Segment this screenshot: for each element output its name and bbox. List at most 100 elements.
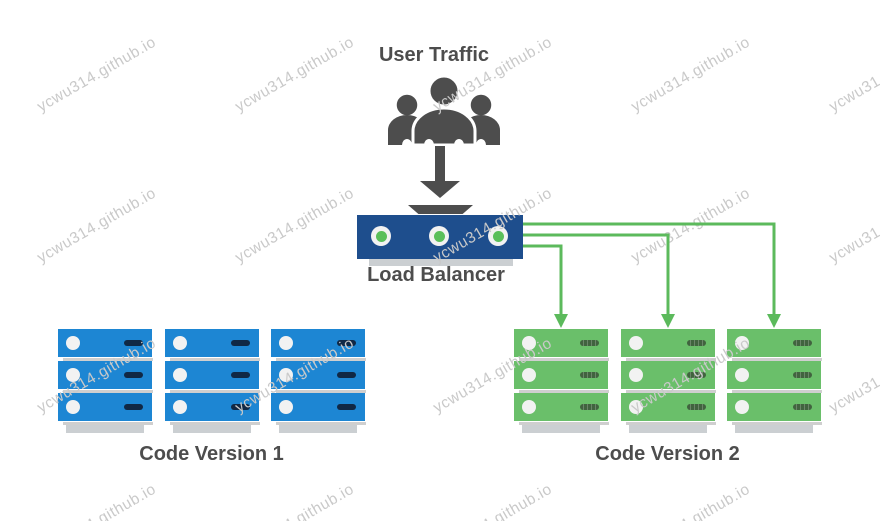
server-unit (58, 361, 153, 393)
server-power-light (279, 336, 293, 350)
stack-shadow (66, 425, 144, 433)
server-power-light (735, 400, 749, 414)
server-unit (271, 329, 366, 361)
server-vent (793, 372, 812, 378)
connector-arrowhead-icon (767, 314, 781, 328)
server-vent (687, 340, 706, 346)
load-balancer-shadow (369, 259, 513, 266)
server-vent (580, 340, 599, 346)
server-vent (337, 340, 356, 346)
server-unit (621, 361, 716, 393)
watermark-text: ycwu314.github.io (628, 33, 754, 116)
load-balancer-cap (408, 205, 473, 214)
server-vent (793, 404, 812, 410)
server-power-light (66, 336, 80, 350)
server-vent (687, 372, 706, 378)
server-vent (337, 404, 356, 410)
watermark-text: ycwu314.github.io (826, 334, 880, 417)
server-unit (58, 393, 153, 425)
server-unit (165, 361, 260, 393)
stack-shadow (173, 425, 251, 433)
watermark-text: ycwu314.github.io (826, 184, 880, 267)
server-vent (231, 372, 250, 378)
cluster-code-version-2: Code Version 2 (514, 329, 822, 474)
watermark-text: ycwu314.github.io (628, 481, 753, 521)
load-balancer-box (357, 215, 523, 259)
server-unit (727, 361, 822, 393)
server-power-light (173, 368, 187, 382)
lb-port-light (488, 226, 508, 246)
load-balancer-label: Load Balancer (367, 264, 505, 286)
server-stack (727, 329, 822, 433)
watermark-text: ycwu314.github.io (34, 481, 159, 521)
server-unit (621, 329, 716, 361)
server-power-light (66, 400, 80, 414)
server-vent (687, 404, 706, 410)
cluster-label-v2: Code Version 2 (595, 443, 740, 465)
server-unit (514, 361, 609, 393)
stack-shadow (279, 425, 357, 433)
server-stack (621, 329, 716, 433)
lb-port-dot (375, 230, 387, 242)
server-power-light (522, 368, 536, 382)
server-vent (231, 340, 250, 346)
watermark-text: ycwu314.github.io (34, 184, 160, 267)
server-unit (621, 393, 716, 425)
server-vent (124, 404, 143, 410)
server-unit (271, 393, 366, 425)
server-power-light (279, 400, 293, 414)
watermark-text: ycwu314.github.io (430, 481, 555, 521)
server-unit (514, 393, 609, 425)
server-vent (231, 404, 250, 410)
traffic-arrow-stem (435, 146, 445, 182)
watermark-text: ycwu314.github.io (232, 481, 357, 521)
lb-port-dot (433, 230, 445, 242)
traffic-arrow-icon (420, 181, 460, 198)
stack-shadow (522, 425, 600, 433)
cluster-label-v1: Code Version 1 (139, 443, 284, 465)
server-unit (165, 329, 260, 361)
watermark-text: ycwu314.github.io (232, 184, 358, 267)
server-vent (124, 372, 143, 378)
server-unit (727, 393, 822, 425)
user-traffic-label: User Traffic (378, 44, 490, 66)
stack-shadow (735, 425, 813, 433)
server-vent (337, 372, 356, 378)
server-vent (580, 372, 599, 378)
server-unit (58, 329, 153, 361)
server-power-light (629, 368, 643, 382)
lb-port-dot (492, 230, 504, 242)
server-stack (271, 329, 366, 433)
server-power-light (735, 368, 749, 382)
server-stack (165, 329, 260, 433)
server-vent (580, 404, 599, 410)
server-power-light (66, 368, 80, 382)
server-unit (514, 329, 609, 361)
server-power-light (735, 336, 749, 350)
lb-port-light (371, 226, 391, 246)
connector-arrowhead-icon (554, 314, 568, 328)
server-power-light (522, 336, 536, 350)
server-power-light (522, 400, 536, 414)
server-stack (514, 329, 609, 433)
server-power-light (629, 400, 643, 414)
server-unit (727, 329, 822, 361)
watermark-text: ycwu314.github.io (826, 33, 880, 116)
user-group-icon (388, 75, 500, 145)
watermark-text: ycwu314.github.io (628, 184, 754, 267)
server-power-light (279, 368, 293, 382)
lb-port-light (429, 226, 449, 246)
server-power-light (629, 336, 643, 350)
server-unit (165, 393, 260, 425)
watermark-text: ycwu314.github.io (34, 33, 160, 116)
server-power-light (173, 400, 187, 414)
server-vent (793, 340, 812, 346)
cluster-code-version-1: Code Version 1 (58, 329, 366, 474)
stack-shadow (629, 425, 707, 433)
server-unit (271, 361, 366, 393)
connector-arrowhead-icon (661, 314, 675, 328)
server-stack (58, 329, 153, 433)
server-vent (124, 340, 143, 346)
server-power-light (173, 336, 187, 350)
